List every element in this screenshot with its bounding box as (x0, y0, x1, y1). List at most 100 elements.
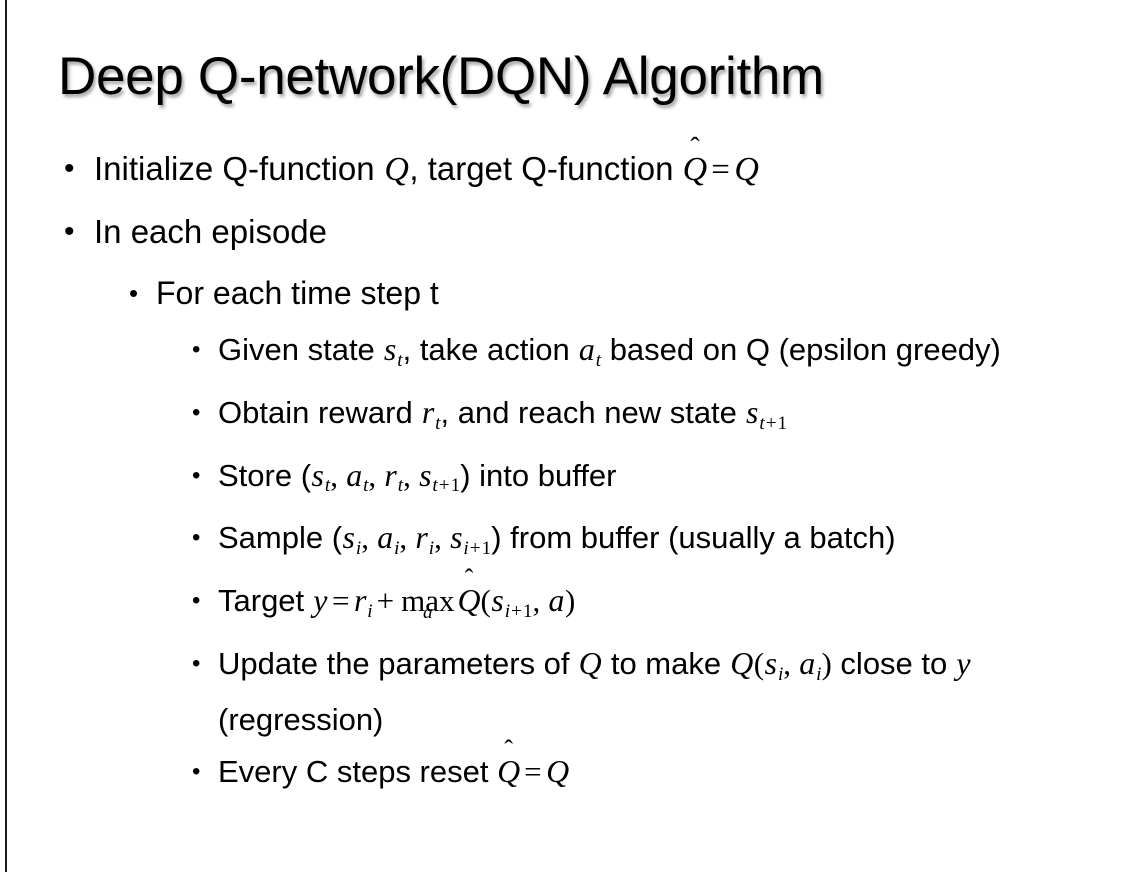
sub-var: t (759, 412, 765, 434)
text-run: Update the parameters of (218, 645, 579, 681)
sub-num: 1 (481, 538, 492, 560)
math-paren-close: ) (564, 583, 576, 619)
bullet-in-each-episode-text: In each episode (94, 213, 328, 250)
math-subscript: i+1 (463, 538, 491, 559)
math-s: s (342, 520, 355, 556)
text-run: to make (602, 645, 730, 681)
math-a: a (377, 520, 394, 556)
algorithm-bullet-list: • Initialize Q-function Q, target Q-func… (0, 146, 1124, 801)
text-run: Given state (218, 332, 384, 367)
bullet-glyph-icon: • (64, 152, 75, 185)
bullet-glyph-icon: • (129, 278, 139, 308)
bullet-glyph-icon: • (192, 524, 201, 552)
text-run: based on Q (epsilon greedy) (601, 332, 1001, 367)
page-title: Deep Q-network(DQN) Algorithm (58, 47, 824, 106)
math-comma: , (434, 520, 450, 556)
math-comma: , (783, 645, 799, 681)
math-q-base: Q (497, 753, 521, 789)
math-y: y (313, 583, 328, 619)
math-s: s (764, 645, 778, 681)
text-run: (regression) (218, 701, 384, 737)
bullet-glyph-icon: • (192, 336, 201, 363)
math-s: s (383, 332, 397, 367)
math-subscript: i+1 (504, 600, 533, 622)
math-s: s (419, 457, 432, 493)
math-s: s (491, 583, 504, 619)
bullet-in-each-episode: • In each episode (0, 209, 1124, 255)
bullet-obtain-reward-text: Obtain reward rt, and reach new state st… (218, 390, 1098, 446)
bullet-update-parameters-text: Update the parameters of Q to make Q(si,… (218, 641, 1098, 742)
text-run: , take action (402, 332, 579, 367)
sub-num: 1 (522, 600, 533, 622)
sub-num: 1 (777, 412, 788, 434)
sub-var: t (432, 475, 438, 497)
bullet-update-parameters: • Update the parameters of Q to make Q(s… (0, 641, 1124, 742)
math-paren-open: ( (480, 583, 491, 619)
math-q-base: Q (682, 151, 708, 188)
math-subscript: t (363, 475, 369, 497)
math-equals: = (711, 152, 730, 188)
bullet-obtain-reward: • Obtain reward rt, and reach new state … (0, 390, 1124, 446)
sub-num: 1 (450, 475, 461, 497)
text-run: Store ( (218, 457, 312, 493)
sub-plus: + (511, 600, 522, 622)
math-q: Q (734, 151, 759, 188)
math-comma: , (368, 457, 384, 493)
math-subscript: t+1 (432, 475, 460, 496)
math-s: s (450, 520, 463, 556)
bullet-glyph-icon: • (64, 215, 75, 248)
bullet-reset-target-network-text: Every C steps reset Q̂=Q (218, 749, 1098, 794)
slide-left-border-rule (5, 0, 7, 872)
math-subscript: i (394, 538, 400, 560)
math-s: s (746, 394, 759, 430)
math-comma: , (361, 520, 377, 556)
text-run: Every C steps reset (218, 753, 498, 789)
math-equals: = (524, 753, 542, 789)
bullet-store-transition-text: Store (st, at, rt, st+1) into buffer (218, 453, 1098, 509)
math-subscript: i (428, 538, 435, 560)
math-comma: , (399, 520, 415, 556)
math-q-hat: Q̂ (683, 147, 708, 193)
math-subscript: i (816, 663, 822, 685)
bullet-given-state-text: Given state st, take action at based on … (218, 327, 1098, 383)
math-subscript: t (435, 412, 441, 434)
math-subscript: t (595, 349, 602, 371)
text-run: Target (218, 583, 313, 619)
sub-var: i (504, 600, 511, 622)
math-y: y (956, 645, 971, 681)
math-q-base: Q (457, 583, 481, 619)
bullet-glyph-icon: • (192, 757, 201, 785)
math-subscript: i (355, 538, 362, 560)
bullet-store-transition: • Store (st, at, rt, st+1) into buffer (0, 453, 1124, 509)
math-q: Q (578, 645, 602, 681)
bullet-sample-batch-text: Sample (si, ai, ri, si+1) from buffer (u… (218, 515, 1098, 571)
bullet-sample-batch: • Sample (si, ai, ri, si+1) from buffer … (0, 515, 1124, 571)
math-subscript: t (397, 475, 404, 497)
math-paren-close: ) (821, 645, 832, 681)
bullet-initialize-text: Initialize Q-function Q, target Q-functi… (94, 146, 1034, 193)
sub-var: i (463, 538, 469, 560)
text-run: Obtain reward (218, 394, 422, 430)
math-q: Q (730, 645, 754, 681)
math-r: r (415, 520, 428, 556)
math-a: a (346, 457, 363, 493)
bullet-for-each-time-step: • For each time step t (0, 271, 1124, 315)
text-run: Sample ( (218, 520, 343, 556)
text-run: , target Q-function (409, 150, 683, 187)
math-q-hat: Q̂ (457, 578, 480, 623)
sub-plus: + (765, 412, 777, 434)
bullet-glyph-icon: • (192, 461, 201, 489)
text-run: ) into buffer (460, 457, 617, 493)
max-label: max (401, 583, 455, 619)
math-comma: , (532, 583, 548, 619)
math-subscript: i (777, 663, 784, 685)
math-equals: = (331, 583, 350, 619)
math-subscript: t (324, 475, 331, 497)
math-r: r (384, 457, 397, 493)
bullet-initialize: • Initialize Q-function Q, target Q-func… (0, 146, 1124, 193)
bullet-for-each-time-step-text: For each time step t (156, 275, 439, 311)
math-a: a (578, 332, 595, 367)
